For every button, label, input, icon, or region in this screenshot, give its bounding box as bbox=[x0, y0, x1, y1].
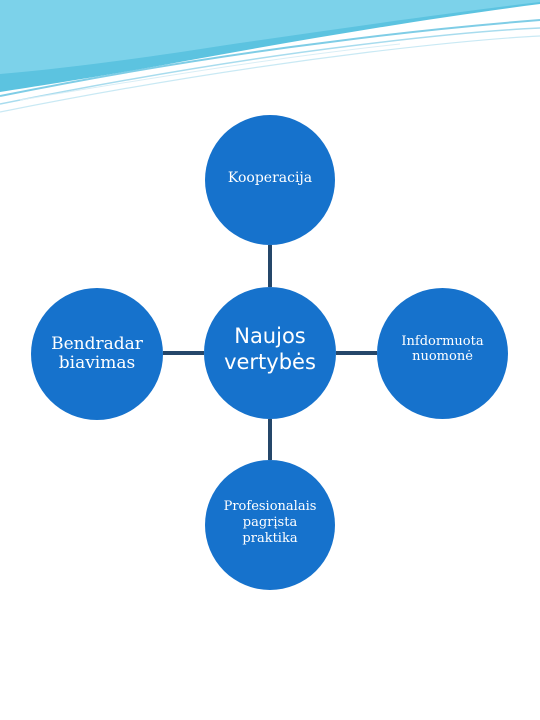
connector-right bbox=[336, 351, 377, 355]
node-label-bottom: Profesionalais pagrįsta praktika bbox=[223, 499, 317, 546]
connector-left bbox=[163, 351, 204, 355]
node-bendradarbiavimas: Bendradar biavimas bbox=[31, 288, 163, 420]
connector-top bbox=[268, 245, 272, 287]
node-label-left: Bendradar biavimas bbox=[51, 334, 143, 373]
node-naujos-vertybes: Naujos vertybės bbox=[204, 287, 336, 419]
node-informuota-nuomone: Infdormuota nuomonė bbox=[377, 288, 508, 419]
node-label-right: Infdormuota nuomonė bbox=[401, 333, 484, 364]
node-label-center: Naujos vertybės bbox=[224, 324, 316, 374]
node-label-top: Kooperacija bbox=[227, 170, 313, 186]
node-kooperacija: Kooperacija bbox=[205, 115, 335, 245]
node-profesionalais-pagrista-praktika: Profesionalais pagrįsta praktika bbox=[205, 460, 335, 590]
header-wave-decoration bbox=[0, 0, 540, 113]
connector-bottom bbox=[268, 419, 272, 460]
